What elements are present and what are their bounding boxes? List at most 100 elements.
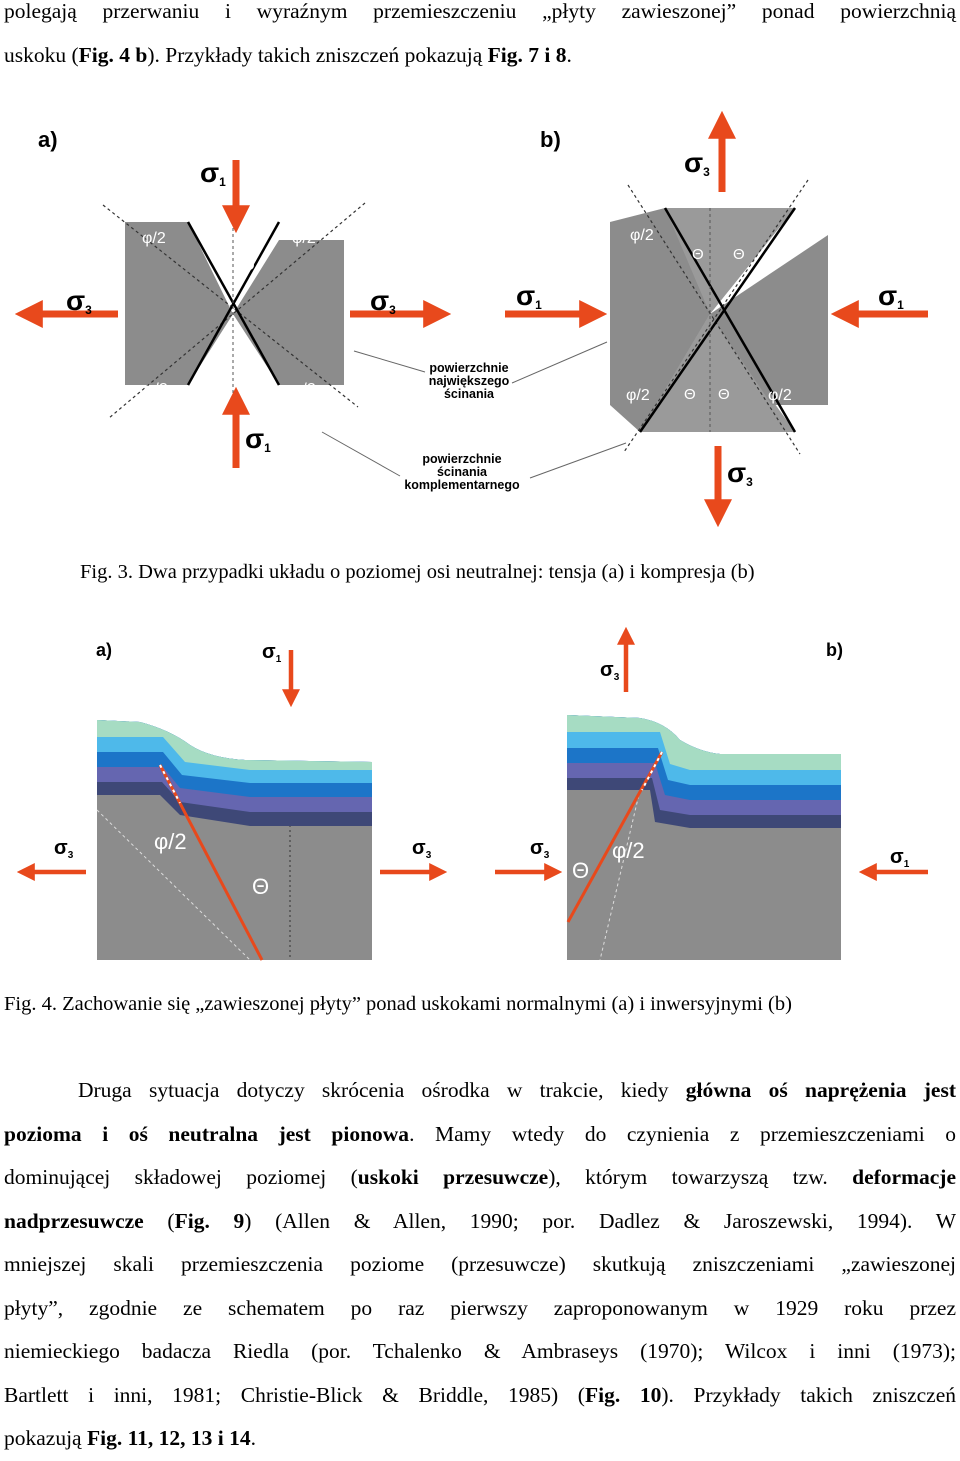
- body-line-7: niemieckiego badacza Riedla (por. Tchale…: [4, 1339, 956, 1363]
- label-max-shear: powierzchnie: [429, 361, 508, 375]
- figure-reference: Fig. 7 i 8: [487, 42, 567, 67]
- emphasis: nadprzesuwcze: [4, 1208, 144, 1233]
- emphasis: główna oś naprężenia jest: [685, 1078, 956, 1102]
- theta-label: Θ: [252, 874, 269, 899]
- body-text: ) (Allen & Allen, 1990; por. Dadlez & Ja…: [244, 1208, 957, 1233]
- theta-label: Θ: [216, 257, 228, 274]
- phi-label: φ/2: [770, 240, 794, 257]
- theta-label: Θ: [692, 246, 704, 263]
- intro-text: ). Przykłady takich zniszczeń pokazują: [147, 42, 488, 67]
- sigma-label: σ3: [66, 285, 92, 317]
- fig4-panel-a: a) σ1 σ3 σ3 φ/2 Θ: [16, 640, 448, 961]
- body-text: Bartlett i inni, 1981; Christie-Blick & …: [4, 1382, 585, 1407]
- body-line-3: dominującej składowej poziomej (uskoki p…: [4, 1156, 956, 1200]
- sigma-label: σ3: [727, 457, 753, 489]
- body-line-8: Bartlett i inni, 1981; Christie-Blick & …: [4, 1374, 956, 1418]
- fig3-panel-a: a) σ1 σ3 σ3 σ1 φ/2 φ/2 φ/2 φ/2 Θ Θ Θ Θ: [14, 127, 452, 468]
- fig4b-fault-dashed: [641, 751, 663, 791]
- sigma-label: σ3: [54, 837, 74, 861]
- label-compl-shear: powierzchnie: [422, 452, 501, 466]
- sigma-label: σ1: [878, 280, 904, 312]
- intro-text: uskoku (: [4, 42, 79, 67]
- figure-reference: Fig. 9: [174, 1208, 245, 1233]
- fig4b-fault: [566, 751, 664, 923]
- figure-reference: Fig. 4 b: [78, 42, 148, 67]
- intro-line-1: polegają przerwaniu i wyraźnym przemiesz…: [4, 0, 956, 23]
- theta-label: Θ: [733, 246, 745, 263]
- label-max-shear: największego: [429, 374, 510, 388]
- theta-label: Θ: [210, 350, 222, 367]
- leader-line: [529, 442, 627, 479]
- fig3a-shear-plane: [186, 221, 281, 386]
- caption-label: Fig. 3: [80, 561, 128, 583]
- fig4b-dashed-plane: [599, 789, 641, 961]
- caption-label: Fig. 4: [4, 993, 52, 1015]
- fig4-panel-b: b) σ3 σ3 σ1 φ/2 Θ: [495, 626, 928, 961]
- caption-text: . Zachowanie się „zawieszonej płyty” pon…: [51, 993, 792, 1015]
- fig3b-shear-plane: [663, 207, 797, 433]
- theta-label: Θ: [684, 386, 696, 403]
- leader-line: [511, 341, 608, 384]
- phi-label: φ/2: [142, 230, 166, 247]
- fig3b-dashed-plane: [623, 179, 809, 453]
- body-line-6: płyty”, zgodnie ze schematem po raz pier…: [4, 1295, 956, 1320]
- fig3b-dashed-plane: [627, 184, 801, 455]
- sigma-label: σ1: [200, 157, 226, 189]
- intro-paragraph: polegają przerwaniu i wyraźnym przemiesz…: [4, 0, 956, 77]
- figure-4-caption: Fig. 4. Zachowanie się „zawieszonej płyt…: [4, 993, 792, 1016]
- phi-label: φ/2: [144, 381, 168, 398]
- figure-3-diagram: a) σ1 σ3 σ3 σ1 φ/2 φ/2 φ/2 φ/2 Θ Θ Θ Θ p…: [14, 110, 928, 528]
- sigma-label: σ1: [516, 280, 542, 312]
- panel-label: b): [826, 640, 843, 660]
- sigma-label: σ3: [600, 659, 620, 683]
- panel-label: a): [96, 640, 112, 660]
- phi-label: φ/2: [292, 381, 316, 398]
- figure-3-caption: Fig. 3. Dwa przypadki układu o poziomej …: [80, 561, 755, 584]
- phi-label: φ/2: [630, 227, 654, 244]
- sigma-label: σ3: [412, 837, 432, 861]
- body-text: dominującej składowej poziomej (: [4, 1165, 358, 1189]
- label-compl-shear: ścinania: [437, 465, 488, 479]
- emphasis: pozioma i oś neutralna jest pionowa: [4, 1121, 410, 1146]
- sigma-label: σ3: [684, 147, 710, 179]
- sigma-label: σ1: [245, 423, 271, 455]
- fig3b-shear-plane: [638, 207, 797, 433]
- fig3a-dashed-plane: [108, 202, 366, 419]
- body-text: Druga sytuacja dotyczy skrócenia ośrodka…: [78, 1078, 686, 1102]
- fig3a-block: [125, 222, 344, 385]
- fig3b-block: [610, 208, 710, 432]
- fig3-panel-b: b) σ3 σ1 σ1 σ3 φ/2 φ/2 φ/2 φ/2 Θ Θ Θ Θ: [505, 110, 928, 528]
- fig4a-layer-mint: [97, 720, 372, 770]
- body-line-4: nadprzesuwcze (Fig. 9) (Allen & Allen, 1…: [4, 1200, 956, 1244]
- emphasis: deformacje: [852, 1165, 956, 1189]
- sigma-label: σ1: [890, 846, 910, 870]
- figure-reference: Fig. 11, 12, 13 i 14: [86, 1426, 251, 1450]
- fig3-annotations: powierzchnie największego ścinania powie…: [321, 341, 627, 492]
- figure-reference: Fig. 10: [584, 1382, 662, 1407]
- leader-line: [321, 431, 401, 477]
- body-text: ), którym towarzyszą tzw.: [548, 1165, 853, 1189]
- label-max-shear: ścinania: [444, 387, 495, 401]
- panel-label: a): [38, 127, 58, 152]
- body-line-1: Druga sytuacja dotyczy skrócenia ośrodka…: [4, 1069, 956, 1113]
- fig3b-wedge: [640, 314, 795, 432]
- sigma-label: σ3: [530, 837, 550, 861]
- fig4a-fault-dashed: [159, 764, 181, 804]
- caption-text: . Dwa przypadki układu o poziomej osi ne…: [127, 561, 755, 583]
- label-compl-shear: komplementarnego: [404, 478, 520, 492]
- body-text: .: [250, 1426, 257, 1450]
- phi-label: φ/2: [768, 387, 792, 404]
- phi-label: φ/2: [612, 838, 645, 863]
- intro-line-2: uskoku (Fig. 4 b). Przykłady takich znis…: [4, 34, 956, 78]
- emphasis: uskoki przesuwcze: [357, 1165, 549, 1189]
- fig4b-layer-mint: [567, 715, 841, 770]
- fig3a-dashed-plane: [102, 204, 359, 408]
- theta-label: Θ: [243, 257, 255, 274]
- body-line-9: pokazują Fig. 11, 12, 13 i 14.: [4, 1417, 956, 1461]
- panel-label: b): [540, 127, 561, 152]
- theta-label: Θ: [572, 858, 589, 883]
- leader-line: [353, 350, 426, 373]
- theta-label: Θ: [238, 353, 250, 370]
- phi-label: φ/2: [626, 387, 650, 404]
- fig3b-block: [710, 235, 828, 405]
